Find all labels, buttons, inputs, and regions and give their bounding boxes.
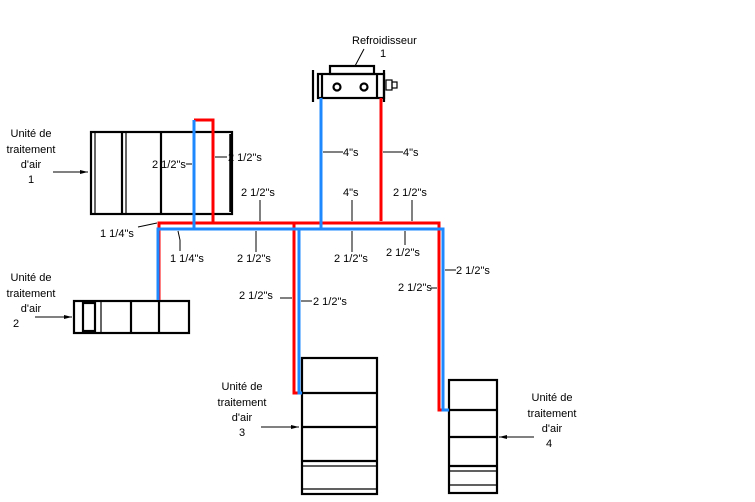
pipe-size-label: 1 1/4"s: [100, 228, 134, 240]
leader: [137, 222, 158, 228]
ahu4-label: Unité de traitement d'air 4: [528, 392, 577, 450]
ahu2-arrow: [64, 315, 72, 319]
ahu1-label: Unité de traitement d'air 1: [7, 128, 56, 186]
ahu3-arrow: [291, 425, 299, 429]
ahu2-filter: [81, 301, 97, 333]
svg-text:Unité de: Unité de: [532, 392, 573, 404]
svg-text:Unité de: Unité de: [11, 272, 52, 284]
pipe-size-label: 4"s: [343, 147, 359, 159]
svg-text:1: 1: [28, 174, 34, 186]
pipe-size-label: 2 1/2"s: [152, 159, 186, 171]
air-handler-1[interactable]: [89, 130, 234, 216]
chiller-port-right: [359, 82, 369, 92]
pipe-size-label: 2 1/2"s: [398, 282, 432, 294]
pipe-size-label: 2 1/2"s: [334, 253, 368, 265]
pipe-size-label: 2 1/2"s: [239, 290, 273, 302]
pipe-size-label: 2 1/2"s: [241, 187, 275, 199]
chiller-nozzle: [385, 79, 393, 91]
air-handler-2[interactable]: [72, 299, 191, 335]
air-handler-3[interactable]: [300, 356, 379, 496]
pipe-size-label: 1 1/4"s: [170, 253, 204, 265]
ahu2-label: Unité de traitement d'air 2: [7, 272, 56, 330]
ahu4-arrow: [499, 435, 507, 439]
ahu3-label: Unité de traitement d'air 3: [218, 381, 267, 439]
pipe-size-label: 2 1/2"s: [237, 253, 271, 265]
chiller-number-label: 1: [380, 48, 386, 60]
return-piping: [156, 98, 449, 412]
ahu1-arrow: [80, 170, 88, 174]
chiller-leader: [354, 48, 365, 67]
pipe-size-label: 2 1/2"s: [313, 296, 347, 308]
svg-text:traitement: traitement: [7, 288, 56, 300]
svg-text:4: 4: [546, 438, 552, 450]
return-ahu3[interactable]: [297, 229, 302, 395]
chiller-top-box: [328, 64, 376, 76]
chiller-name-label: Refroidisseur: [352, 35, 417, 47]
supply-ahu1[interactable]: [194, 118, 215, 223]
pipe-size-label: 2 1/2"s: [393, 187, 427, 199]
return-main[interactable]: [156, 227, 449, 412]
svg-text:2: 2: [13, 318, 19, 330]
chiller-body: [316, 72, 386, 100]
leader: [177, 230, 181, 251]
svg-text:Unité de: Unité de: [222, 381, 263, 393]
svg-text:d'air: d'air: [232, 412, 253, 424]
svg-text:d'air: d'air: [21, 303, 42, 315]
svg-text:traitement: traitement: [7, 144, 56, 156]
svg-text:d'air: d'air: [542, 423, 563, 435]
chiller-port-left: [332, 82, 342, 92]
svg-text:traitement: traitement: [528, 408, 577, 420]
svg-text:3: 3: [239, 427, 245, 439]
svg-text:traitement: traitement: [218, 397, 267, 409]
pipe-size-label: 2 1/2"s: [228, 152, 262, 164]
pipe-size-label: 2 1/2"s: [386, 247, 420, 259]
pipe-size-label: 2 1/2"s: [456, 265, 490, 277]
pipe-size-label: 4"s: [343, 187, 359, 199]
svg-text:Unité de: Unité de: [11, 128, 52, 140]
chiller-nozzle-tip: [391, 81, 398, 89]
pipe-size-label: 4"s: [403, 147, 419, 159]
chiller[interactable]: [311, 64, 398, 102]
svg-text:d'air: d'air: [21, 159, 42, 171]
air-handler-4[interactable]: [447, 378, 499, 495]
